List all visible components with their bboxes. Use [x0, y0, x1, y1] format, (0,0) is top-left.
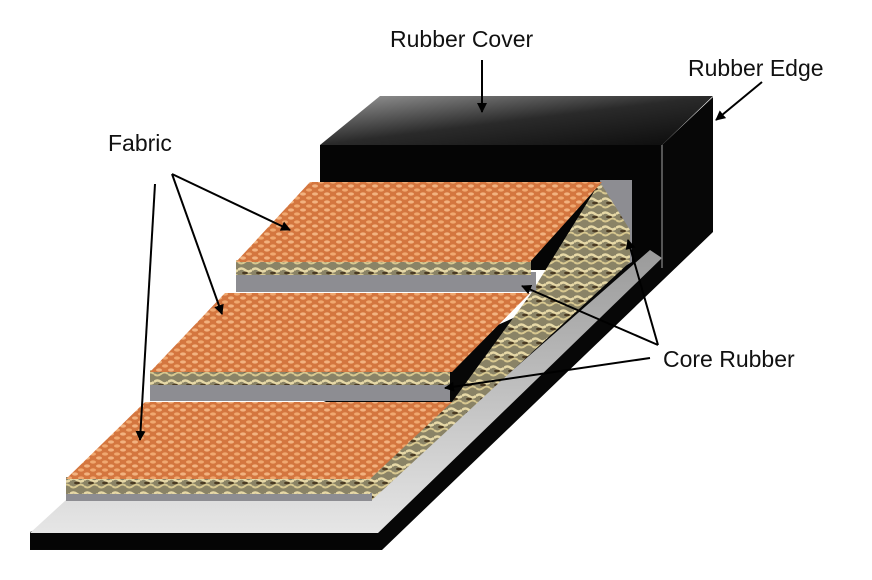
- rubber-base-front: [30, 533, 380, 549]
- label-rubber-edge: Rubber Edge: [688, 55, 824, 81]
- arrow-fabric-2: [171, 173, 224, 315]
- fabric-stack-side: [362, 182, 630, 500]
- fabric-1-top: [236, 182, 602, 262]
- fabric-2-edge: [150, 370, 450, 385]
- arrow-fabric-1: [171, 173, 291, 231]
- rubber-cover-top: [320, 96, 713, 145]
- core-rubber-1: [236, 272, 536, 292]
- arrow-core-rubber-2: [625, 239, 659, 346]
- arrow-fabric-3: [135, 183, 156, 441]
- fabric-3-top: [66, 402, 452, 479]
- fabric-1-edge: [236, 260, 531, 275]
- base-top-surface: [30, 250, 662, 533]
- core-rubber-2: [150, 383, 450, 401]
- arrow-rubber-edge: [715, 81, 763, 121]
- fabric-3-edge: [66, 477, 370, 494]
- fabric-2-top: [150, 293, 530, 372]
- arrow-core-rubber-1: [521, 284, 659, 346]
- label-fabric: Fabric: [108, 130, 172, 156]
- core-rubber-3: [66, 493, 372, 501]
- label-core-rubber: Core Rubber: [663, 346, 795, 372]
- arrow-core-rubber-3: [444, 357, 651, 392]
- label-rubber-cover: Rubber Cover: [390, 26, 534, 52]
- callout-arrows: [135, 60, 763, 441]
